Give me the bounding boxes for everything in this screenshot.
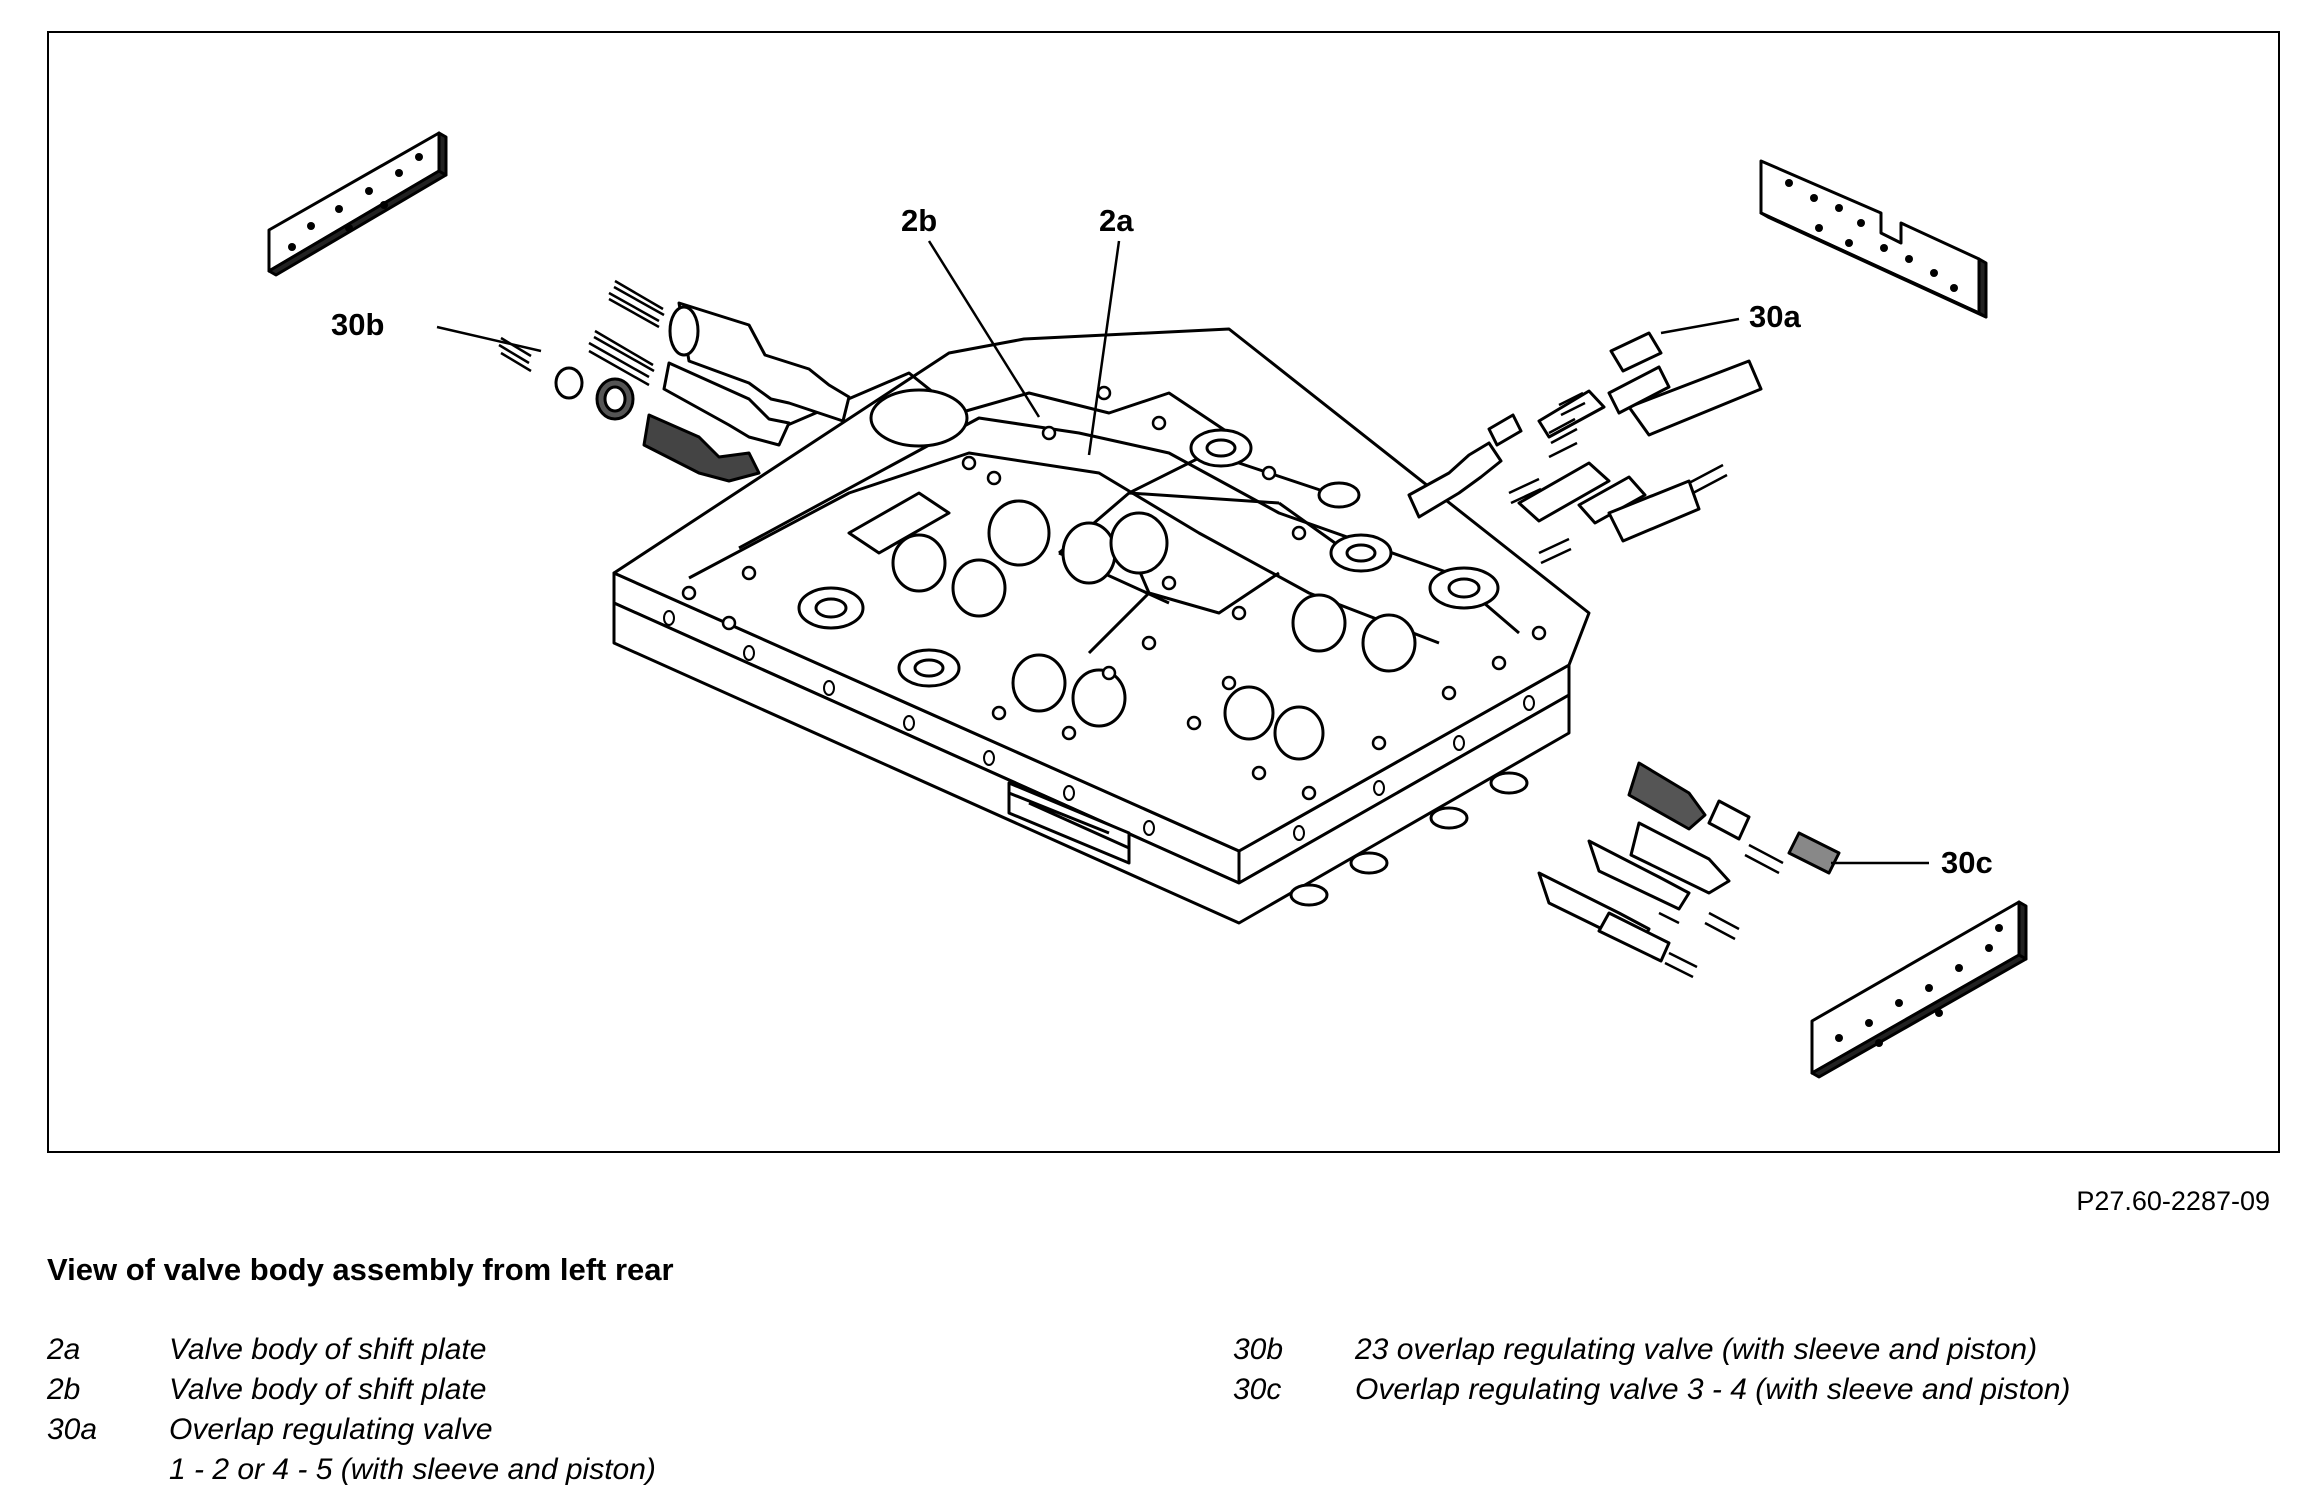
view-title: View of valve body assembly from left re… (47, 1252, 674, 1287)
spring (498, 279, 665, 387)
separator-plate-top-right (1759, 159, 1988, 319)
legend-right: 30b 23 overlap regulating valve (with sl… (1233, 1330, 2070, 1410)
callout-2a: 2a (1099, 203, 1134, 238)
legend-text: Overlap regulating valve 1 - 2 or 4 - 5 … (169, 1413, 656, 1486)
callout-30c: 30c (1941, 845, 1993, 880)
legend-key: 30c (1233, 1373, 1282, 1406)
legend-text: Valve body of shift plate (169, 1373, 487, 1406)
legend-text: Valve body of shift plate (169, 1333, 487, 1366)
valve-parts-30b (498, 279, 851, 483)
legend-key: 30b (1233, 1333, 1284, 1366)
figure-code: P27.60-2287-09 (2076, 1186, 2270, 1216)
legend-item: 30b 23 overlap regulating valve (with sl… (1233, 1330, 2070, 1370)
callout-30a: 30a (1749, 299, 1801, 334)
valve-body (612, 327, 1591, 925)
legend-key: 2a (47, 1333, 81, 1366)
separator-plate-bottom-right (1810, 900, 2028, 1079)
legend-item: 30c Overlap regulating valve 3 - 4 (with… (1233, 1370, 2070, 1410)
leader-lines (436, 240, 1929, 865)
callout-2b: 2b (901, 203, 937, 238)
callout-30b: 30b (331, 307, 384, 342)
legend-item: 2b Valve body of shift plate (47, 1370, 656, 1410)
legend-text: 23 overlap regulating valve (with sleeve… (1355, 1333, 2038, 1366)
valve-body-drawing: 2b 2a 30a 30b 30c (267, 131, 2028, 1079)
legend-text: Overlap regulating valve 3 - 4 (with sle… (1355, 1373, 2071, 1406)
separator-plate-top-left (267, 131, 448, 277)
diagram-frame: 2b 2a 30a 30b 30c (47, 31, 2280, 1153)
legend-key: 2b (47, 1373, 81, 1406)
legend-item: 2a Valve body of shift plate (47, 1330, 656, 1370)
legend-key: 30a (47, 1413, 98, 1446)
valve-parts-30c (1537, 761, 1841, 979)
valve-parts-30a (1407, 331, 1763, 565)
legend-item: 30a Overlap regulating valve 1 - 2 or 4 … (47, 1410, 656, 1490)
legend-left: 2a Valve body of shift plate 2b Valve bo… (47, 1330, 656, 1490)
